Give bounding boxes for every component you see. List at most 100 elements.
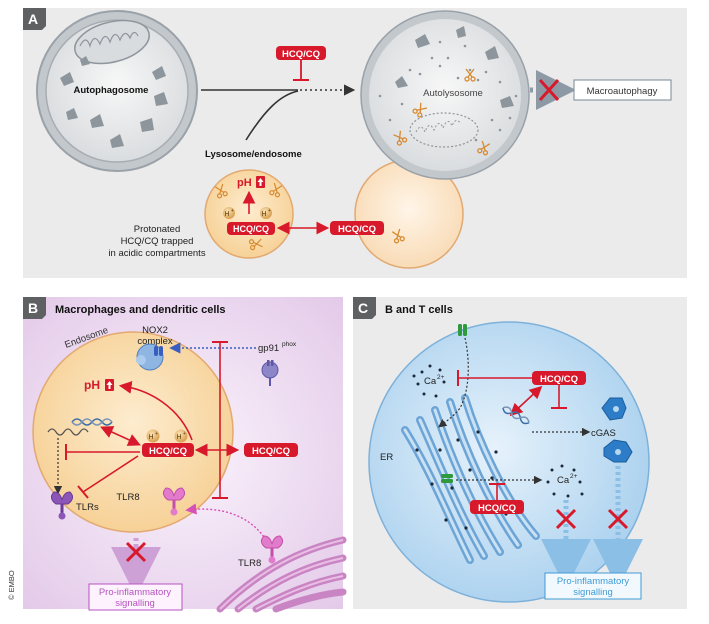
hcq-badge-a-outside: HCQ/CQ: [330, 221, 384, 235]
panel-b: B Macrophages and dendritic cells Endoso…: [23, 297, 347, 613]
ssrna-icon: [47, 428, 89, 436]
er-membrane-highlights-b: [219, 539, 344, 610]
er-label: ER: [380, 452, 393, 463]
autophagosome-label: Autophagosome: [74, 85, 149, 96]
svg-text:H: H: [224, 211, 229, 218]
block-x-icon: [538, 78, 560, 102]
plasma-membrane-channel-icon: [458, 324, 467, 336]
svg-text:HCQ/CQ: HCQ/CQ: [338, 224, 376, 235]
proinflammatory-b-line2: signalling: [115, 598, 155, 609]
cargo-debris: [60, 56, 168, 148]
panel-c-header: [353, 297, 376, 319]
gp91-superscript: phox: [282, 341, 297, 348]
svg-text:H: H: [261, 211, 266, 218]
macroautophagy-box: [573, 79, 672, 101]
proinflammatory-box-b: [88, 583, 183, 611]
svg-text:HCQ/CQ: HCQ/CQ: [233, 224, 269, 234]
inhibit-tlrs-line: [82, 455, 139, 493]
panel-a-header: [23, 8, 46, 30]
tlr8-outer-label: TLR8: [238, 558, 261, 569]
dna-icon-c: [502, 406, 530, 425]
svg-text:+: +: [183, 431, 186, 437]
hcq-badge-c-top: HCQ/CQ: [532, 371, 586, 385]
ph-raise-arrow-b: [118, 381, 193, 441]
ca-label-bottom: Ca: [557, 475, 570, 486]
svg-text:HCQ/CQ: HCQ/CQ: [252, 446, 290, 457]
ph-label-b: pH: [84, 378, 100, 392]
lymphocyte-cell: [368, 321, 650, 603]
hcq-badge-a-inside: HCQ/CQ: [227, 222, 275, 235]
tlrs-receptor-icon: [50, 491, 74, 520]
svg-text:+: +: [231, 208, 234, 214]
hcq-badge-b-inside: HCQ/CQ: [142, 443, 194, 457]
svg-text:HCQ/CQ: HCQ/CQ: [478, 503, 516, 514]
embo-credit: © EMBO: [7, 570, 16, 600]
panel-c-letter: C: [358, 300, 368, 316]
cgas-activated-icon: [603, 439, 633, 463]
ca-superscript-bottom: 2+: [570, 473, 578, 480]
svg-text:+: +: [268, 208, 271, 214]
panel-b-title: Macrophages and dendritic cells: [55, 304, 226, 316]
svg-text:H: H: [148, 434, 153, 441]
tlr8-inner-receptor-icon: [162, 487, 186, 516]
degradation-dots: [378, 40, 518, 142]
autolysosome: Autolysosome: [354, 10, 530, 269]
cgas-label: cGAS: [591, 428, 616, 439]
dna-binding-arrow-c: [509, 385, 543, 417]
block-x-icon-c1: [555, 508, 577, 530]
er-channel-icon: [441, 474, 453, 483]
panel-c-title: B and T cells: [385, 304, 453, 316]
tlr8-outer-receptor-icon: [260, 535, 284, 564]
gp91-label: gp91: [258, 343, 279, 354]
calcium-dots-top: [412, 364, 446, 398]
block-x-icon-b: [125, 541, 147, 563]
proinflammatory-c-line2: signalling: [573, 587, 613, 598]
protonated-line3: in acidic compartments: [108, 248, 205, 259]
proton-icon-a1: H +: [223, 207, 235, 219]
autolysosome-label: Autolysosome: [423, 88, 483, 99]
autophagosome: Autophagosome: [36, 10, 198, 172]
hcq-badge-b-outside: HCQ/CQ: [244, 443, 298, 457]
gp91phox-icon: [261, 360, 279, 386]
mitochondrion-icon: [74, 19, 150, 65]
protonated-line1: Protonated: [134, 224, 180, 235]
nox2-complex-icon: [136, 343, 164, 371]
svg-text:+: +: [155, 431, 158, 437]
svg-text:HCQ/CQ: HCQ/CQ: [540, 374, 578, 385]
ca-label-top: Ca: [424, 376, 437, 387]
inhibit-tlrs-bar: [77, 485, 89, 499]
nox2-label-line2: complex: [137, 336, 173, 347]
panel-c: C B and T cells ER: [353, 297, 687, 609]
dna-binding-arrow: [100, 426, 141, 446]
svg-text:HCQ/CQ: HCQ/CQ: [149, 446, 187, 457]
ph-label-a: pH: [237, 177, 252, 189]
panel-b-header: [23, 297, 46, 319]
calcium-influx-arrow: [438, 337, 469, 428]
tlrs-label: TLRs: [76, 502, 99, 513]
proton-icon-b1: H +: [146, 429, 160, 443]
lysosome: pH H + H + HCQ/CQ: [204, 169, 294, 259]
calcium-dots-bottom: [546, 464, 584, 498]
proton-icon-a2: H +: [260, 207, 272, 219]
svg-text:H: H: [176, 434, 181, 441]
dna-icon-b: [71, 418, 113, 426]
degrading-mitochondrion-icon: [409, 112, 479, 148]
ca-superscript-top: 2+: [437, 374, 445, 381]
hcq-badge-c-bottom: HCQ/CQ: [470, 500, 524, 514]
proinflammatory-box-c: [544, 572, 642, 600]
macroautophagy-label: Macroautophagy: [587, 86, 658, 97]
tlr8-inner-label: TLR8: [116, 492, 139, 503]
block-x-icon-c2: [607, 508, 629, 530]
tlr8-traffic-arrow: [185, 503, 267, 541]
svg-text:HCQ/CQ: HCQ/CQ: [282, 49, 320, 60]
lysosome-label: Lysosome/endosome: [205, 149, 302, 160]
proton-icon-b2: H +: [174, 429, 188, 443]
proinflammatory-c-line1: Pro-inflammatory: [557, 576, 630, 587]
panel-b-letter: B: [28, 300, 38, 316]
hcq-badge-a-top: HCQ/CQ: [276, 46, 326, 60]
hydrolase-scissors-icons: [391, 68, 491, 244]
panel-a-letter: A: [28, 11, 38, 27]
lysosome-fusion-line: [245, 90, 299, 141]
panel-a: A Autophagosome: [23, 8, 687, 278]
